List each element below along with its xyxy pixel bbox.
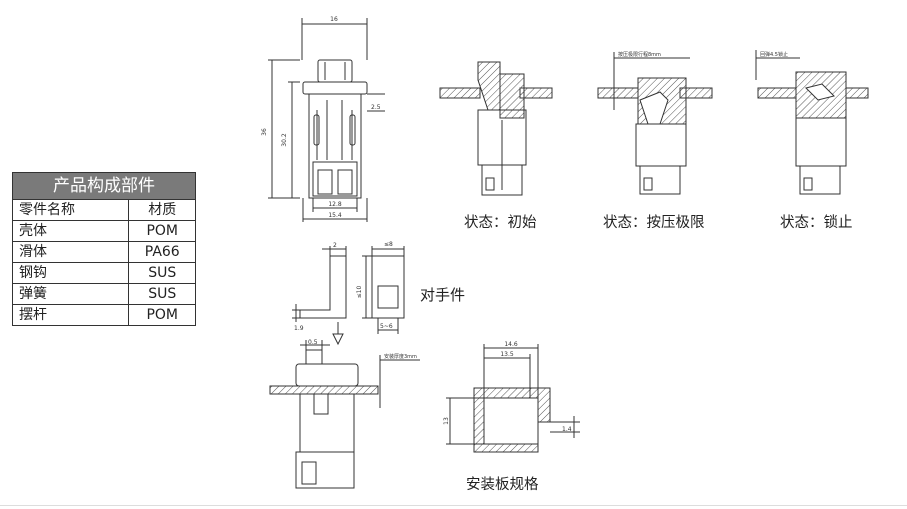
parts-table: 产品构成部件 零件名称 材质 壳体 POM 滑体 PA66 钢钩 SUS 弹簧 … <box>11 172 196 326</box>
dim-cp-foot: 1.9 <box>294 325 304 332</box>
note-panel-thickness: 安装厚度3mm <box>384 353 417 360</box>
dim-cp-hole: 5~6 <box>380 323 393 330</box>
counterpart-label: 对手件 <box>420 286 466 304</box>
dim-main-step: 2.5 <box>371 104 381 111</box>
dim-main-bottom-outer: 15.4 <box>328 212 342 219</box>
table-row: 滑体 PA66 <box>11 241 196 263</box>
state-press-diagram <box>597 52 713 195</box>
dim-cp-height: ≤10 <box>356 285 363 298</box>
dim-panel-outer: 14.6 <box>504 341 518 348</box>
note-press-limit: 按压极限行程8mm <box>618 51 661 58</box>
dim-panel-thick: 1.4 <box>562 426 572 433</box>
parts-table-title: 产品构成部件 <box>12 172 196 200</box>
panel-spec-diagram <box>446 344 580 453</box>
dim-inst-gap: 0.5 <box>308 339 318 346</box>
installation-diagram <box>269 340 420 489</box>
dim-main-bottom-inner: 12.8 <box>328 201 342 208</box>
parts-table-header-material: 材质 <box>128 199 196 221</box>
part-name: 摆杆 <box>11 304 130 326</box>
part-name: 弹簧 <box>11 283 130 305</box>
dim-main-height: 36 <box>261 128 268 136</box>
dim-panel-inner: 13.5 <box>500 351 514 358</box>
state-lock-label: 状态：锁止 <box>780 215 853 231</box>
part-material: POM <box>128 304 196 326</box>
state-initial-label: 状态：初始 <box>464 215 537 231</box>
part-material: SUS <box>128 283 196 305</box>
latch-front-view <box>268 18 385 222</box>
state-initial-diagram <box>439 61 553 196</box>
table-row: 壳体 POM <box>11 220 196 242</box>
part-material: SUS <box>128 262 196 284</box>
panel-spec-label: 安装板规格 <box>466 477 539 493</box>
dim-panel-height: 13 <box>443 417 450 425</box>
dim-main-top-width: 16 <box>330 16 338 23</box>
counterpart-diagram <box>292 246 405 346</box>
state-press-label: 状态：按压极限 <box>603 215 705 231</box>
state-lock-diagram <box>755 50 869 195</box>
table-row: 摆杆 POM <box>11 304 196 326</box>
dim-cp-width: ≤8 <box>384 241 393 248</box>
part-material: POM <box>128 220 196 242</box>
divider <box>0 505 907 506</box>
dim-cp-thickness: 2 <box>333 242 337 249</box>
note-lock: 回弹4.5锁止 <box>760 51 788 58</box>
table-row: 弹簧 SUS <box>11 283 196 305</box>
dim-main-inner-height: 30.2 <box>281 133 288 147</box>
